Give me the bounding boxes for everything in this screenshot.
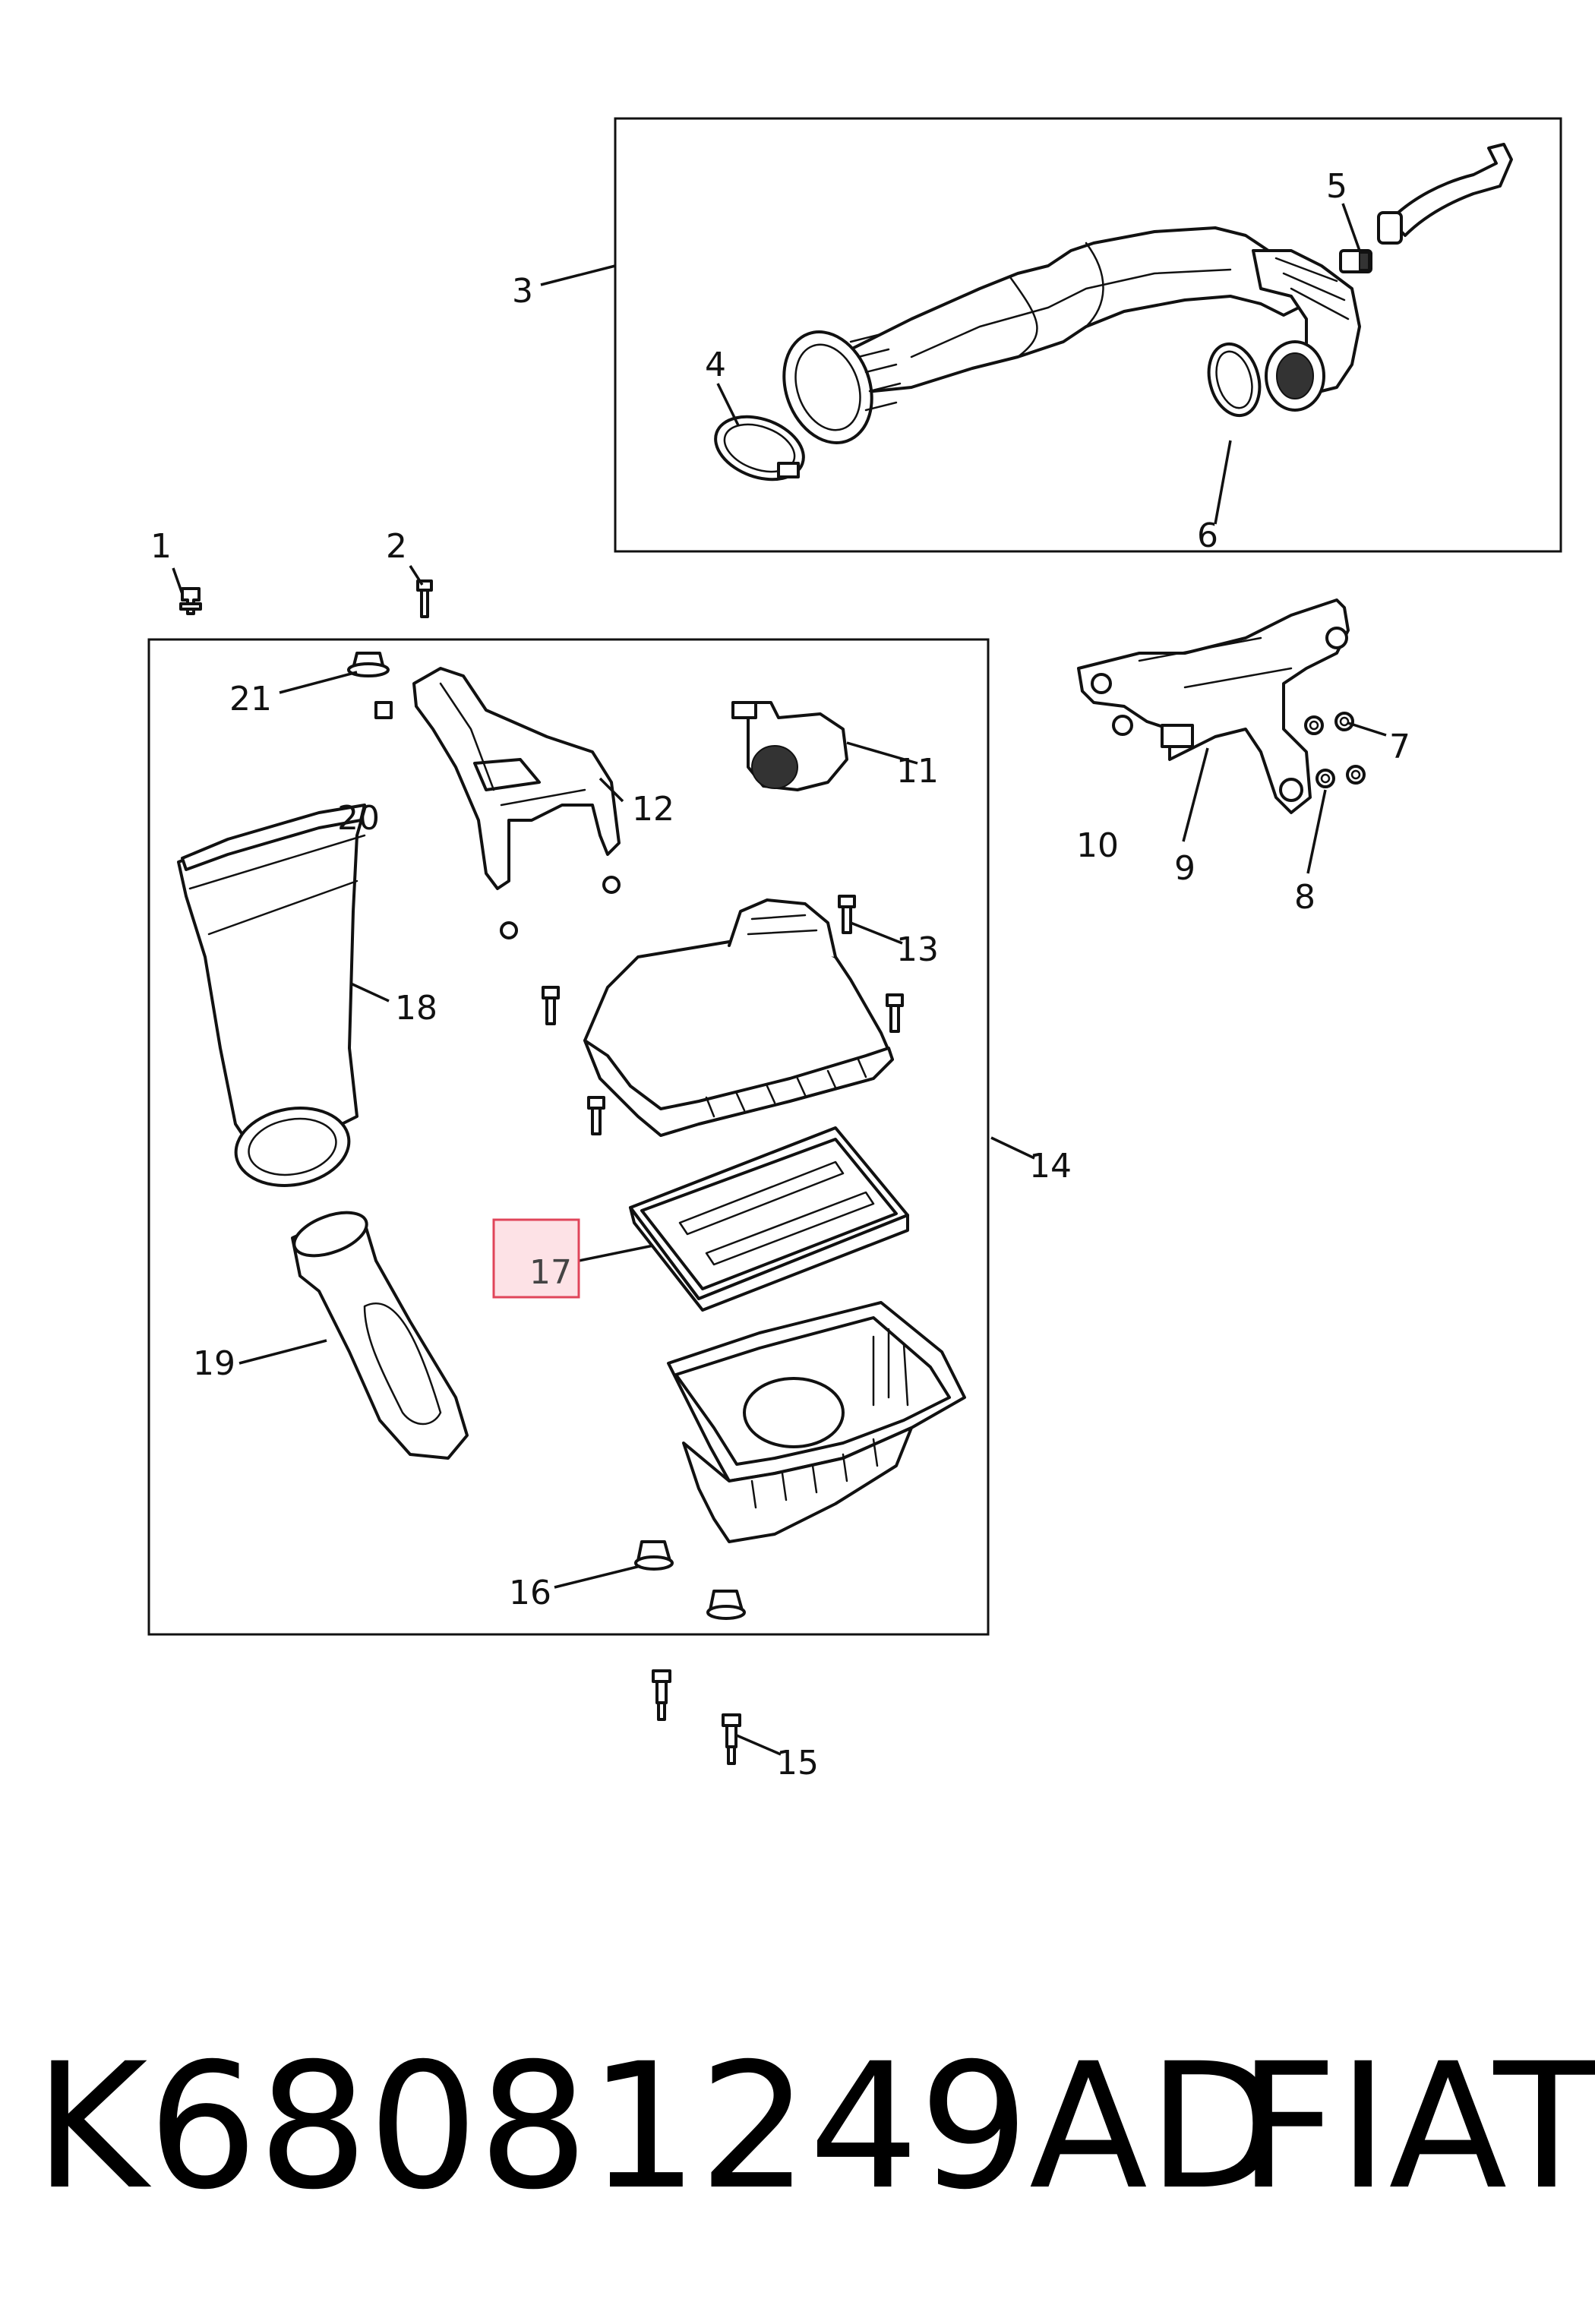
mounting-bracket (1077, 598, 1350, 814)
nut-7 (1304, 712, 1354, 735)
hose-clamp-6 (1207, 342, 1262, 418)
callout-1[interactable]: 1 (150, 527, 172, 566)
air-cleaner-housing-14 (667, 1301, 966, 1543)
air-cleaner-assembly-frame (147, 638, 990, 1636)
brand-name: FIAT (1238, 2026, 1595, 2228)
air-inlet-duct-18 (177, 807, 366, 1187)
callout-18[interactable]: 18 (395, 989, 437, 1028)
hose-clamp-4 (714, 415, 805, 482)
callout-7[interactable]: 7 (1389, 728, 1410, 766)
callout-9[interactable]: 9 (1174, 849, 1195, 888)
turbo-inlet-elbow (1252, 249, 1361, 412)
grommet-21 (347, 652, 393, 719)
callout-4[interactable]: 4 (705, 346, 726, 384)
air-cleaner-cover-13 (583, 898, 894, 1137)
callout-21[interactable]: 21 (229, 680, 272, 718)
inlet-seal-20 (181, 804, 366, 871)
part-number: K68081249AD (34, 2026, 1281, 2228)
bracket-bolt-lower (1112, 715, 1133, 736)
callout-8[interactable]: 8 (1294, 878, 1315, 917)
intake-duct-tube (834, 226, 1308, 396)
push-pin-1 (179, 587, 202, 615)
callout-16[interactable]: 16 (509, 1574, 551, 1612)
callout-12[interactable]: 12 (632, 790, 674, 829)
intake-duct-group-frame (614, 117, 1562, 553)
callout-13[interactable]: 13 (896, 930, 939, 969)
bracket-bolt-upper (1325, 627, 1348, 649)
bolt-2 (416, 579, 433, 618)
leader-lines (172, 203, 1387, 1756)
callout-19[interactable]: 19 (193, 1344, 235, 1383)
mass-air-flow-sensor-11 (731, 701, 848, 791)
callout-17[interactable]: 17 (529, 1253, 572, 1292)
mounting-stud-15-upper (652, 1669, 671, 1721)
callout-14[interactable]: 14 (1029, 1147, 1072, 1186)
callout-5[interactable]: 5 (1326, 167, 1347, 206)
callout-20[interactable]: 20 (337, 799, 380, 838)
nut-8 (1315, 765, 1366, 788)
mounting-stud-15-lower (722, 1713, 741, 1765)
callout-6[interactable]: 6 (1197, 516, 1218, 555)
intake-duct-coupler (782, 330, 902, 444)
callout-3[interactable]: 3 (512, 272, 533, 311)
callout-15[interactable]: 15 (776, 1744, 819, 1782)
callout-2[interactable]: 2 (386, 527, 407, 566)
breather-hose (1377, 143, 1513, 245)
air-filter-element-17 (629, 1126, 909, 1312)
support-bracket-12 (412, 667, 621, 939)
sensor-5 (1339, 249, 1372, 273)
callout-11[interactable]: 11 (896, 752, 939, 791)
cover-screws-13 (542, 895, 904, 1135)
highlight-box (492, 1218, 580, 1299)
inlet-resonator-19 (291, 1211, 469, 1460)
grommet-16 (634, 1540, 746, 1620)
callout-10[interactable]: 10 (1076, 826, 1119, 865)
